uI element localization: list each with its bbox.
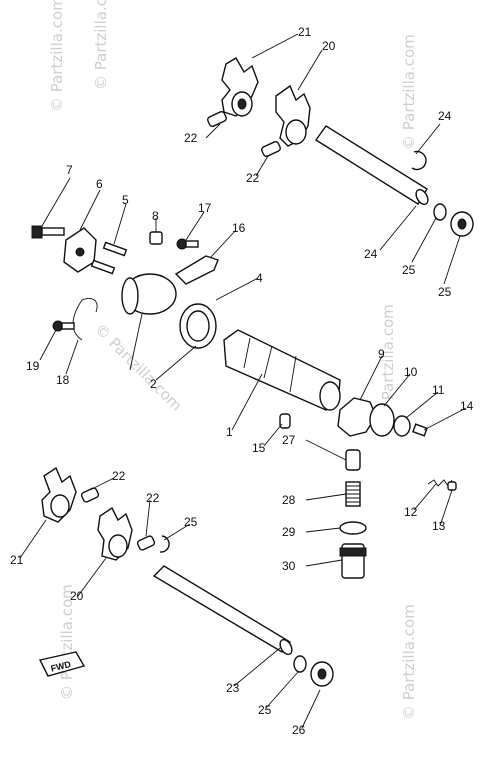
stopper-lever-16 <box>174 255 219 285</box>
upper-shift-fork-assembly <box>207 57 474 237</box>
fork-bore <box>50 494 70 518</box>
callout-14: 14 <box>460 399 474 413</box>
callout-9: 9 <box>378 347 385 361</box>
circlip-25-upper <box>411 150 427 171</box>
callout-27: 27 <box>282 433 296 447</box>
watermark: © Partzilla.com <box>91 320 186 415</box>
plug-13 <box>447 481 457 491</box>
callout-16: 16 <box>232 221 246 235</box>
callout-25-lower-clip: 25 <box>184 515 198 529</box>
callout-24: 24 <box>364 247 378 261</box>
callout-15: 15 <box>252 441 266 455</box>
shaft-end-lower <box>279 638 293 656</box>
shift-fork-shaft-upper <box>314 125 428 205</box>
callout-30: 30 <box>282 559 296 573</box>
detent-plunger-27 <box>345 449 361 471</box>
collar-hole <box>317 668 327 680</box>
switch-30-hex <box>339 547 367 557</box>
callout-22-upper-a: 22 <box>184 131 198 145</box>
spring-coils <box>346 485 360 503</box>
callout-11: 11 <box>432 383 445 397</box>
callout-26-upper: 25 <box>438 285 452 299</box>
callout-25-upper-clip: 24 <box>438 109 452 123</box>
washer-25-upper <box>433 203 447 221</box>
collar-hole <box>457 218 467 230</box>
plate-hole <box>75 247 85 257</box>
bolt-7 <box>31 225 43 239</box>
callout-22-upper-b: 22 <box>246 171 260 185</box>
bearing-inner <box>186 310 210 342</box>
callout-10: 10 <box>404 365 418 379</box>
circlip-10 <box>369 403 395 437</box>
guide-pin-22-upper-b <box>261 140 281 158</box>
fork-bore-hole <box>237 98 247 110</box>
screw-14 <box>412 423 428 437</box>
callout-labels: 21 20 22 22 24 24 25 25 7 6 5 8 17 16 4 … <box>10 25 474 737</box>
bolt-7-shank <box>41 227 65 236</box>
circlip-25-lower-a <box>159 535 170 553</box>
watermark: © Partzilla.com <box>92 0 110 90</box>
callout-22-lower-a: 22 <box>112 469 126 483</box>
bolt-17-shank <box>185 240 199 248</box>
callout-20-upper: 20 <box>322 39 336 53</box>
guide-pin-22-lower-a <box>80 487 100 503</box>
washer-29 <box>339 521 367 535</box>
plate-11 <box>393 415 411 437</box>
bolt-19-shank <box>61 322 75 330</box>
washer-25-lower <box>293 655 307 673</box>
callout-5: 5 <box>122 193 129 207</box>
fwd-arrow-shape <box>38 651 86 677</box>
callout-8: 8 <box>152 209 159 223</box>
callout-leaders <box>19 33 467 729</box>
callout-4: 4 <box>256 271 263 285</box>
callout-6: 6 <box>96 177 103 191</box>
callout-12: 12 <box>404 505 418 519</box>
callout-7: 7 <box>66 163 73 177</box>
callout-21-upper: 21 <box>298 25 312 39</box>
callout-25-upper-washer: 25 <box>402 263 416 277</box>
forward-arrow: FWD <box>38 651 86 677</box>
watermark: © Partzilla.com <box>379 304 397 420</box>
fork-bore <box>285 119 307 145</box>
watermark: © Partzilla.com <box>48 0 66 112</box>
callout-20-lower: 20 <box>70 589 84 603</box>
callout-19: 19 <box>26 359 40 373</box>
drum-groove <box>243 337 297 393</box>
callout-25-lower-washer: 25 <box>258 703 272 717</box>
lower-shift-fork-assembly <box>41 466 334 687</box>
callout-2: 2 <box>150 377 157 391</box>
callout-28: 28 <box>282 493 296 507</box>
callout-29: 29 <box>282 525 296 539</box>
drum-end <box>319 381 341 411</box>
shift-fork-shaft-lower <box>152 565 292 653</box>
callout-17: 17 <box>198 201 212 215</box>
callout-22-lower-b: 22 <box>146 491 160 505</box>
watermark: © Partzilla.com <box>400 34 418 150</box>
dowel-pin-5 <box>102 241 128 257</box>
segment-stopper-group <box>31 225 219 349</box>
callout-21-lower: 21 <box>10 553 24 567</box>
shaft-end-upper <box>415 188 429 206</box>
pin-15 <box>279 413 291 429</box>
dowel-pin-8 <box>149 231 163 245</box>
callout-13: 13 <box>432 519 446 533</box>
callout-18: 18 <box>56 373 70 387</box>
fwd-arrow-label: FWD <box>50 659 73 674</box>
shift-drum-group <box>223 329 457 491</box>
neutral-switch-stack <box>339 449 367 579</box>
guide-pin-22-lower-b <box>136 535 156 551</box>
callout-1: 1 <box>226 425 233 439</box>
watermark: © Partzilla.com <box>400 604 418 720</box>
segment-face <box>121 277 139 315</box>
dowel-pin-5 <box>90 259 116 275</box>
callout-23: 23 <box>226 681 240 695</box>
callout-26-lower: 26 <box>292 723 306 737</box>
fork-bore <box>108 534 128 558</box>
guide-pin-22-upper-a <box>207 110 227 128</box>
